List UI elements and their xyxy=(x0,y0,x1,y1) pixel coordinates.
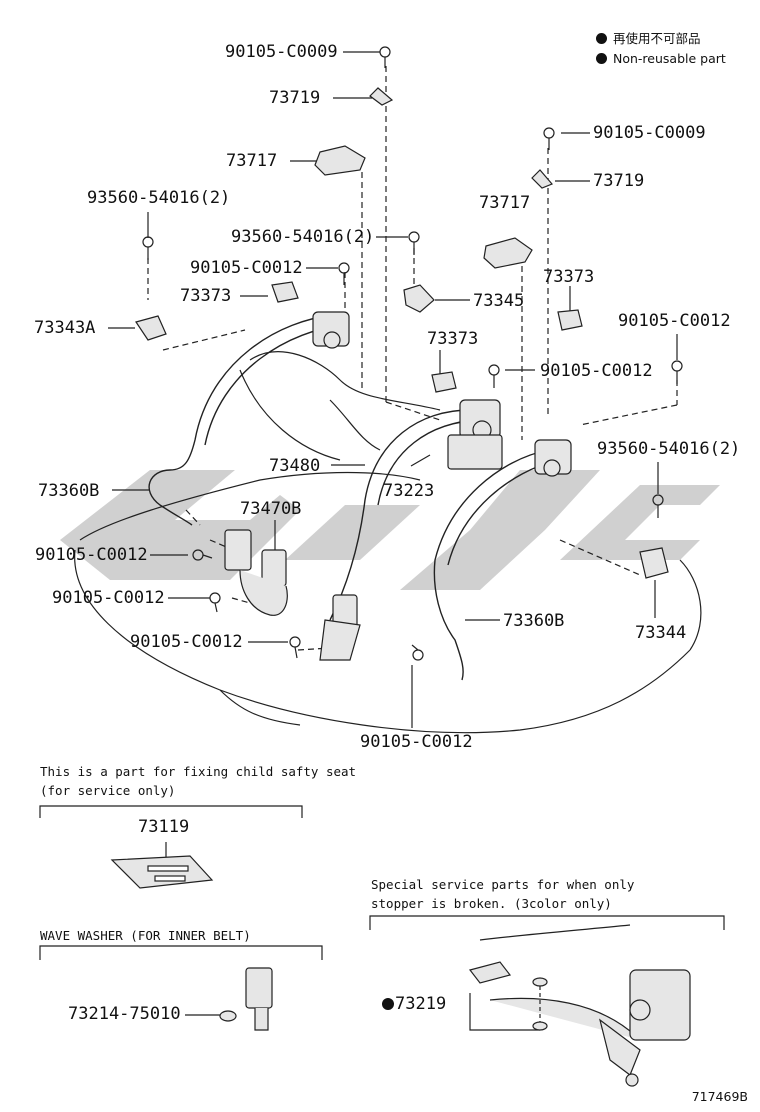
seat-outline xyxy=(74,351,702,734)
part-label: 73373 xyxy=(427,329,479,349)
guide-lines xyxy=(147,66,678,651)
part-label: 73360B xyxy=(503,611,565,631)
part-label: 90105-C0012 xyxy=(35,545,148,565)
cover-part xyxy=(135,87,669,579)
part-label: 93560-54016(2) xyxy=(87,188,231,208)
part-label-non-reusable: 73219 xyxy=(382,994,446,1014)
seat-belt xyxy=(148,314,559,681)
part-label: 73470B xyxy=(240,499,302,519)
child-seat-anchor-plate xyxy=(110,855,214,889)
legend-item-jp: 再使用不可部品 xyxy=(596,31,701,47)
part-label: 73719 xyxy=(593,171,645,191)
part-label: 73345 xyxy=(473,291,525,311)
non-reusable-dot-icon xyxy=(382,998,394,1010)
special-parts-note: Special service parts for when only xyxy=(371,877,635,892)
legend-text: Non-reusable part xyxy=(613,51,726,66)
part-label: 73373 xyxy=(180,286,232,306)
part-label: 90105-C0012 xyxy=(618,311,731,331)
part-number: 73219 xyxy=(395,994,447,1014)
part-label: 73480 xyxy=(269,456,321,476)
note-brackets xyxy=(39,805,725,1031)
part-label: 90105-C0012 xyxy=(130,632,243,652)
non-reusable-dot-icon xyxy=(596,33,607,44)
part-label: 90105-C0012 xyxy=(190,258,303,278)
diagram-reference-code: 717469B xyxy=(691,1089,748,1104)
part-label: 73343A xyxy=(34,318,96,338)
part-label: 73214-75010 xyxy=(68,1004,181,1024)
non-reusable-dot-icon xyxy=(596,53,607,64)
part-label: 73360B xyxy=(38,481,100,501)
part-label: 73344 xyxy=(635,623,687,643)
part-label: 90105-C0012 xyxy=(540,361,653,381)
retractor xyxy=(312,311,572,477)
wave-washer-note: WAVE WASHER (FOR INNER BELT) xyxy=(40,928,251,943)
buckle xyxy=(224,529,361,661)
leader-lines xyxy=(108,51,678,1016)
part-label: 73373 xyxy=(543,267,595,287)
part-label: 93560-54016(2) xyxy=(231,227,375,247)
part-label: 73719 xyxy=(269,88,321,108)
part-label: 73717 xyxy=(479,193,531,213)
legend-text: 再使用不可部品 xyxy=(613,31,701,46)
bolt-icon xyxy=(142,46,683,661)
part-label: 73119 xyxy=(138,817,190,837)
part-label: 73223 xyxy=(383,481,435,501)
child-seat-note-sub: (for service only) xyxy=(40,783,176,798)
child-seat-note: This is a part for fixing child safty se… xyxy=(40,764,357,779)
stopper-assembly xyxy=(468,924,691,1087)
special-parts-note-sub: stopper is broken. (3color only) xyxy=(371,896,612,911)
part-label: 90105-C0012 xyxy=(52,588,165,608)
part-label: 90105-C0009 xyxy=(593,123,706,143)
part-label: 90105-C0009 xyxy=(225,42,338,62)
part-label: 93560-54016(2) xyxy=(597,439,741,459)
wave-washer xyxy=(219,967,273,1031)
legend-item-en: Non-reusable part xyxy=(596,51,726,67)
part-label: 90105-C0012 xyxy=(360,732,473,752)
part-label: 73717 xyxy=(226,151,278,171)
